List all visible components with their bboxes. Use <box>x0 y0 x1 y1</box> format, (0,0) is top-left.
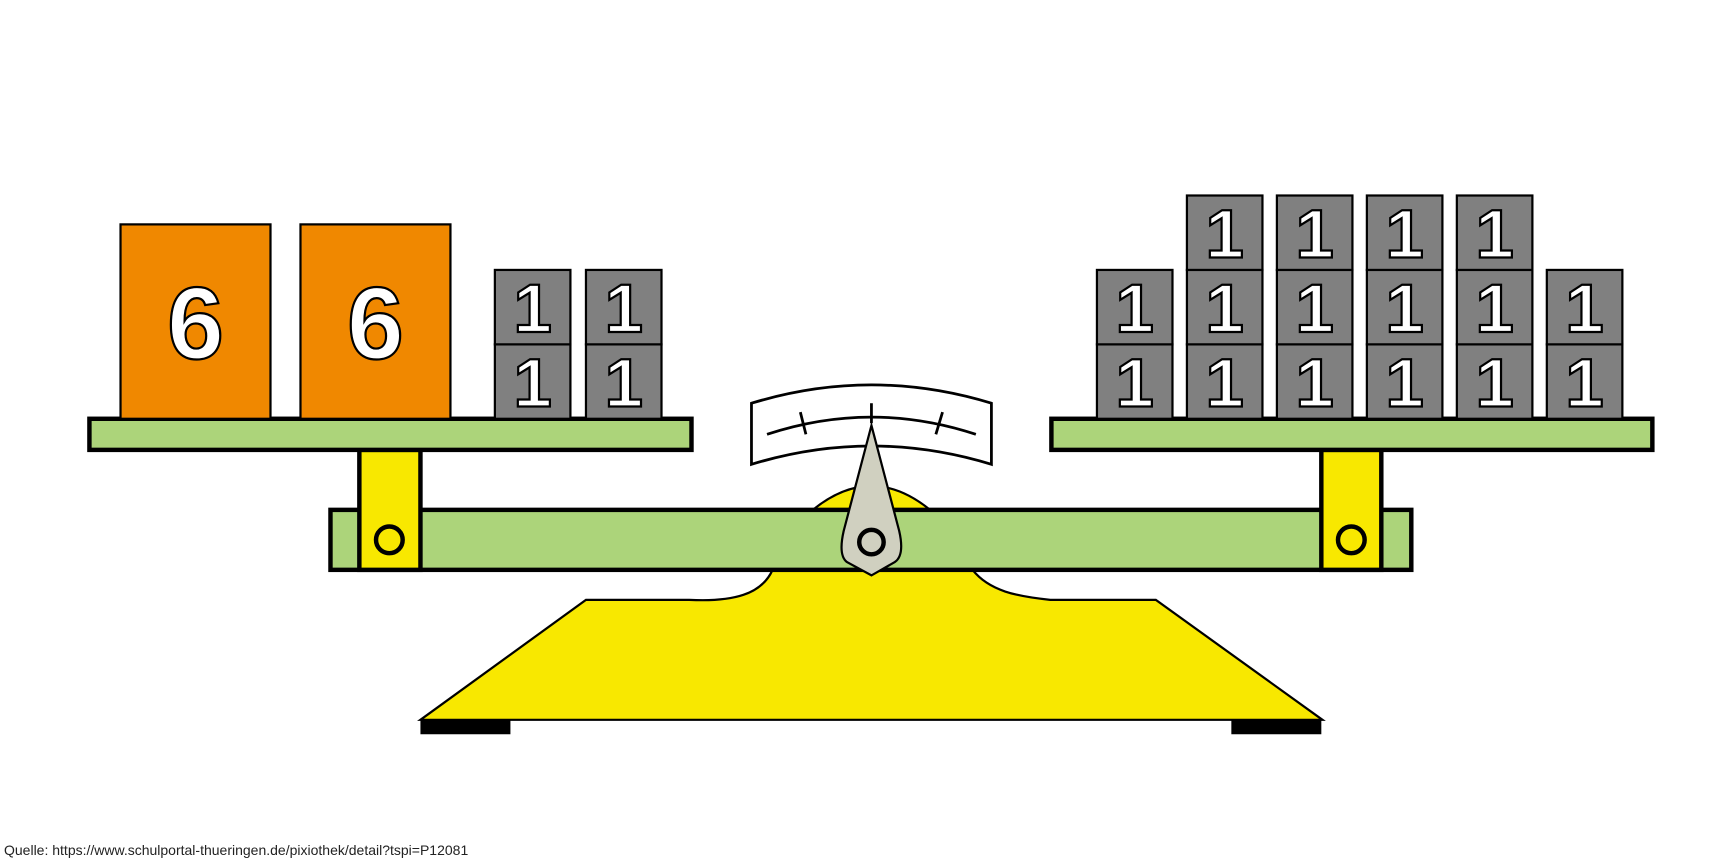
weight-1-label: 1 <box>1116 344 1154 421</box>
weight-1 <box>1275 268 1354 346</box>
weight-1 <box>1455 194 1534 272</box>
weight-1 <box>493 343 572 420</box>
right-foot <box>1231 719 1322 735</box>
weight-1-label: 1 <box>1385 196 1423 273</box>
weight-6-label: 6 <box>347 265 404 380</box>
weight-6 <box>299 223 452 420</box>
weight-1-label: 1 <box>1385 270 1423 347</box>
weight-1-label: 1 <box>1296 344 1334 421</box>
left-foot <box>420 719 511 735</box>
weight-1-label: 1 <box>1565 270 1603 347</box>
weight-1 <box>1365 194 1444 272</box>
weight-1 <box>1455 343 1534 420</box>
weight-1 <box>1545 343 1624 420</box>
weight-1-label: 1 <box>1206 270 1244 347</box>
weight-1 <box>1545 268 1624 346</box>
weight-1-label: 1 <box>1206 344 1244 421</box>
weight-1-label: 1 <box>1206 196 1244 273</box>
weight-1 <box>1095 343 1174 420</box>
pointer-pivot <box>857 527 886 557</box>
weight-1-label: 1 <box>1385 344 1423 421</box>
weight-1-label: 1 <box>605 344 643 421</box>
weight-1-label: 1 <box>1116 270 1154 347</box>
scale-base <box>417 568 1326 721</box>
weight-1-label: 1 <box>1296 270 1334 347</box>
right-pan <box>1049 416 1655 453</box>
weight-6 <box>119 223 272 420</box>
weight-1-label: 1 <box>605 270 643 347</box>
weight-1 <box>584 343 663 420</box>
weight-1-label: 1 <box>1565 344 1603 421</box>
weight-1-label: 1 <box>1475 344 1513 421</box>
weight-6-label: 6 <box>167 265 224 380</box>
left-post-pin <box>373 524 405 556</box>
weight-1-label: 1 <box>1475 196 1513 273</box>
weight-1 <box>1095 268 1174 346</box>
left-pan <box>87 416 694 453</box>
weight-1-label: 1 <box>1475 270 1513 347</box>
weight-1 <box>584 268 663 346</box>
weight-1 <box>493 268 572 346</box>
weight-1 <box>1275 194 1354 272</box>
weight-1-label: 1 <box>513 344 551 421</box>
weight-1-label: 1 <box>1296 196 1334 273</box>
weight-1 <box>1185 194 1264 272</box>
right-post-pin <box>1335 524 1367 556</box>
weight-1-label: 1 <box>513 270 551 347</box>
source-caption: Quelle: https://www.schulportal-thuering… <box>4 842 469 858</box>
balance-pointer <box>840 421 903 577</box>
